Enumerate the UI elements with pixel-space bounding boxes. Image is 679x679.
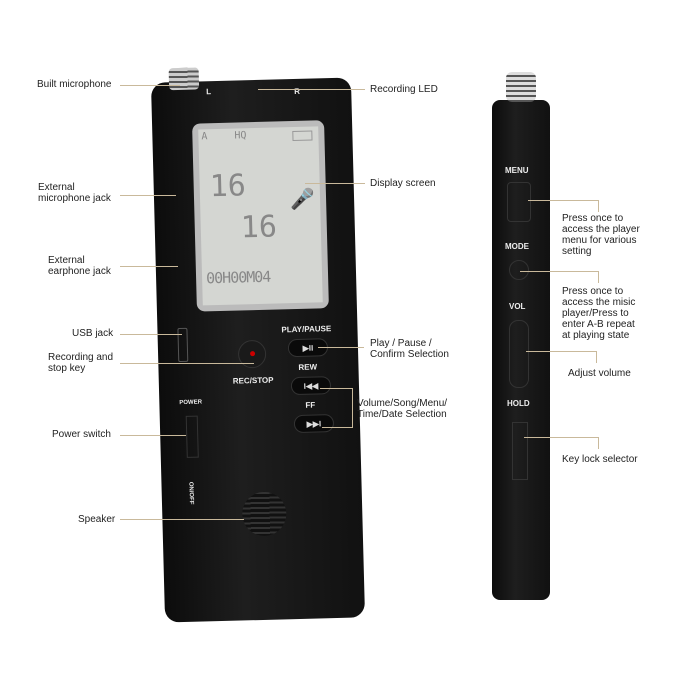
- label-usb: USB jack: [72, 328, 114, 339]
- lcd-time: 00H00M04: [205, 267, 271, 288]
- hold-slider[interactable]: [512, 422, 528, 480]
- rec-stop-label: REC/STOP: [232, 375, 274, 386]
- vol-label: VOL: [509, 302, 526, 311]
- display-screen: A HQ 16 16 🎤 00H00M04: [192, 120, 329, 312]
- built-microphone-side: [506, 72, 536, 102]
- volume-rocker[interactable]: [509, 320, 529, 388]
- lcd-number-2: 16: [240, 209, 278, 246]
- menu-label: MENU: [505, 166, 529, 175]
- label-volume-song: Volume/Song/Menu/Time/Date Selection: [357, 398, 448, 420]
- hold-label: HOLD: [507, 399, 530, 408]
- menu-button[interactable]: [507, 182, 531, 222]
- rew-button[interactable]: I◀◀: [290, 376, 332, 396]
- recorder-front: L R A HQ 16 16 🎤 00H00M04 PLAY/PAUSE ▶II…: [150, 67, 366, 623]
- left-channel-mark: L: [206, 87, 212, 97]
- power-label: POWER: [179, 399, 203, 407]
- mode-button[interactable]: [509, 260, 529, 280]
- lcd-number-1: 16: [209, 168, 247, 205]
- battery-icon: [292, 130, 313, 142]
- label-speaker: Speaker: [78, 514, 116, 525]
- usb-port: [177, 327, 189, 363]
- rew-label: REW: [298, 362, 318, 372]
- rec-stop-button[interactable]: [237, 339, 267, 369]
- ff-button[interactable]: ▶▶I: [293, 414, 335, 434]
- power-switch[interactable]: [185, 415, 199, 458]
- lcd-a: A: [201, 131, 208, 143]
- ff-label: FF: [305, 400, 316, 410]
- label-led: Recording LED: [370, 84, 438, 95]
- label-built-microphone: Built microphone: [37, 79, 112, 90]
- mode-label: MODE: [505, 242, 529, 251]
- label-power: Power switch: [52, 429, 111, 440]
- label-play: Play / Pause /Confirm Selection: [370, 338, 449, 360]
- play-pause-label: PLAY/PAUSE: [281, 324, 332, 335]
- label-hold: Key lock selector: [562, 454, 638, 465]
- label-volume: Adjust volume: [568, 368, 631, 379]
- lcd-hq: HQ: [234, 130, 247, 142]
- built-microphone: [168, 67, 200, 91]
- on-off-label: ON/OFF: [187, 481, 195, 505]
- label-display: Display screen: [370, 178, 436, 189]
- microphone-icon: 🎤: [289, 186, 316, 212]
- speaker-grille: [241, 491, 287, 537]
- recorder-side: MENU MODE VOL HOLD: [492, 72, 550, 600]
